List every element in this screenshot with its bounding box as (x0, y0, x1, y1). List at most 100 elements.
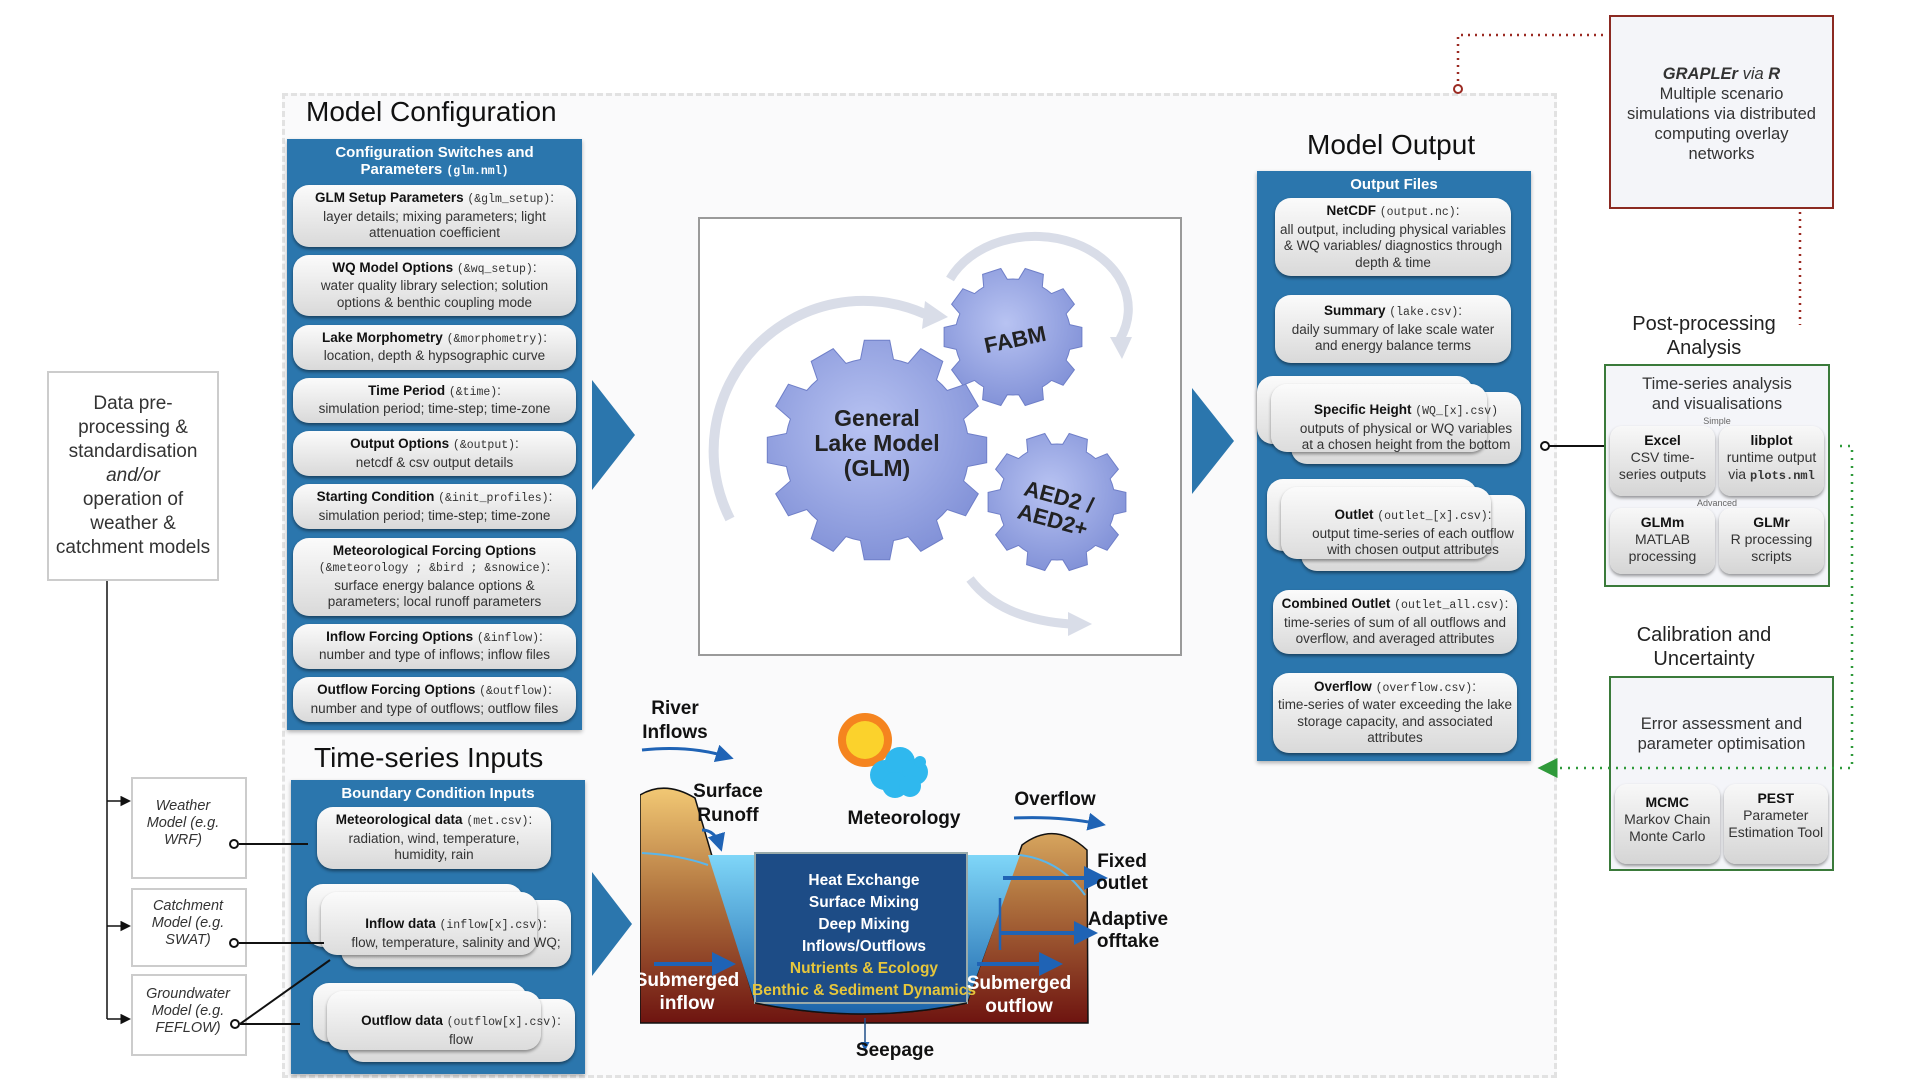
grapler-description: Multiple scenario simulations via distri… (1627, 85, 1816, 163)
card-code: (output.nc) (1379, 206, 1456, 219)
card-code: (met.csv) (466, 815, 529, 828)
card-title: Meteorological Forcing Options (332, 542, 537, 558)
adaptive-label: Adaptive (1088, 909, 1168, 930)
file-card: Overflow (overflow.csv):time-series of w… (1273, 672, 1517, 753)
card-title: Inflow Forcing Options (326, 628, 474, 644)
file-card: Specific Height (WQ_[x].csv)outputs of p… (1257, 376, 1521, 464)
card-description: water quality library selection; solutio… (320, 278, 549, 310)
card-title: Outflow Forcing Options (317, 682, 476, 697)
card-code: (&init_profiles) (438, 492, 549, 506)
file-card: Inflow data (inflow[x].csv):flow, temper… (307, 884, 571, 968)
card-description: all output, including physical variables… (1280, 221, 1506, 270)
model-output-title: Model Output (1307, 129, 1476, 160)
seepage-label: Seepage (856, 1040, 934, 1061)
fixed-label: Fixed (1097, 851, 1147, 872)
fabm-gear-icon (943, 267, 1083, 407)
water-table-left (641, 852, 709, 866)
time-series-analysis-text: Time-series analysis and visualisations (1642, 375, 1792, 413)
file-card: Time Period (&time):simulation period; t… (293, 377, 576, 423)
cycle-arrow-left (708, 295, 928, 522)
card-code: (lake.csv) (1389, 306, 1459, 320)
submerged-outflow-label-1: Submerged (967, 973, 1072, 994)
grapler-box: GRAPLEr via R Multiple scenario simulati… (1609, 15, 1834, 209)
time-series-inputs-title: Time-series Inputs (314, 742, 544, 773)
card-title: Outflow data (361, 1013, 443, 1028)
surface-runoff-arrow (701, 828, 726, 852)
error-assessment-text: Error assessment and parameter optimisat… (1637, 715, 1806, 753)
water-table-right (1019, 854, 1086, 896)
file-card: Outlet (outlet_[x].csv):output time-seri… (1267, 479, 1525, 571)
configuration-panel-header: Configuration Switches and Parameters (g… (335, 144, 534, 178)
runoff-label: Runoff (697, 805, 759, 826)
processes-box (754, 852, 968, 1004)
card-description: layer details; mixing parameters; light … (323, 208, 546, 241)
post-processing-box: Time-series analysis and visualisations … (1604, 364, 1830, 587)
card-code: (outflow[x].csv) (446, 1016, 558, 1029)
submerged-inflow-label-1: Submerged (640, 970, 739, 991)
card-title: Output Options (350, 436, 450, 451)
process-benthic-sediment: Benthic & Sediment Dynamics (752, 982, 976, 999)
process-heat-exchange: Heat Exchange (808, 872, 920, 889)
grapler-connector (1456, 33, 1603, 84)
card-description: simulation period; time-step; time-zone (318, 507, 551, 523)
boundary-condition-header: Boundary Condition Inputs (341, 785, 535, 802)
card-description: output time-series of each outflow with … (1312, 525, 1514, 558)
cycle-arrow-left-head (922, 301, 948, 329)
card-title: Inflow data (365, 916, 436, 932)
file-card: Inflow Forcing Options (&inflow):number … (293, 623, 576, 669)
meteorology-label: Meteorology (848, 808, 961, 829)
sun-icon (838, 713, 892, 767)
card-code: (&time) (448, 385, 498, 399)
submerged-inflow-label-2: inflow (660, 993, 715, 1014)
file-card: NetCDF (output.nc):all output, including… (1275, 198, 1511, 276)
cycle-arrow-bottom-head (1068, 612, 1092, 636)
card-code: (&inflow) (476, 631, 540, 645)
card-code: (&output) (452, 439, 516, 452)
surface-label: Surface (693, 781, 763, 802)
card-description: location, depth & hypsographic curve (323, 348, 546, 363)
calibration-title: Calibration and Uncertainty (1636, 624, 1772, 670)
model-configuration-title: Model Configuration (306, 96, 557, 127)
card-code: (&morphometry) (446, 332, 544, 346)
file-card: GLM Setup Parameters (&glm_setup):layer … (293, 185, 576, 247)
output-files-panel: Output Files NetCDF (output.nc):all outp… (1257, 171, 1531, 761)
card-title: Outlet (1334, 507, 1374, 523)
card-description: daily summary of lake scale water and en… (1291, 321, 1495, 354)
card-title: Lake Morphometry (322, 329, 443, 345)
preprocessing-text: Data pre-processing & standardisation (68, 393, 198, 462)
card-code: (outlet_all.csv) (1394, 599, 1505, 613)
file-card: Starting Condition (&init_profiles):simu… (293, 484, 576, 530)
card-description: time-series of sum of all outflows and o… (1283, 614, 1507, 647)
arrow-inputs-to-model (592, 872, 632, 976)
card-description: flow, temperature, salinity and WQ; (351, 934, 561, 950)
card-code: (outlet_[x].csv) (1377, 510, 1488, 524)
process-nutrients-ecology: Nutrients & Ecology (790, 960, 939, 977)
cloud-icon (870, 747, 928, 798)
arrow-model-to-output (1192, 388, 1234, 494)
process-inflows-outflows: Inflows/Outflows (802, 938, 926, 955)
card-title: WQ Model Options (332, 259, 454, 275)
groundwater-model-box: Groundwater Model (e.g. FEFLOW) (131, 974, 247, 1056)
card-title: Combined Outlet (1281, 596, 1391, 612)
grapler-heading: GRAPLEr via R (1662, 65, 1781, 83)
overflow-label: Overflow (1014, 789, 1096, 810)
card-title: Overflow (1314, 678, 1372, 694)
offtake-label: offtake (1097, 931, 1159, 952)
file-card: Meteorological Forcing Options (&meteoro… (293, 537, 576, 616)
advanced-label: Advanced (1696, 498, 1738, 508)
submerged-outflow-label-2: outflow (985, 996, 1053, 1017)
data-preprocessing-box: Data pre-processing & standardisation an… (47, 371, 219, 581)
and-or-text: and/or (106, 465, 160, 486)
card-title: Summary (1323, 303, 1386, 319)
river-inflow-arrow (641, 744, 734, 762)
river-label: River (651, 700, 699, 719)
simple-label: Simple (1703, 416, 1731, 426)
